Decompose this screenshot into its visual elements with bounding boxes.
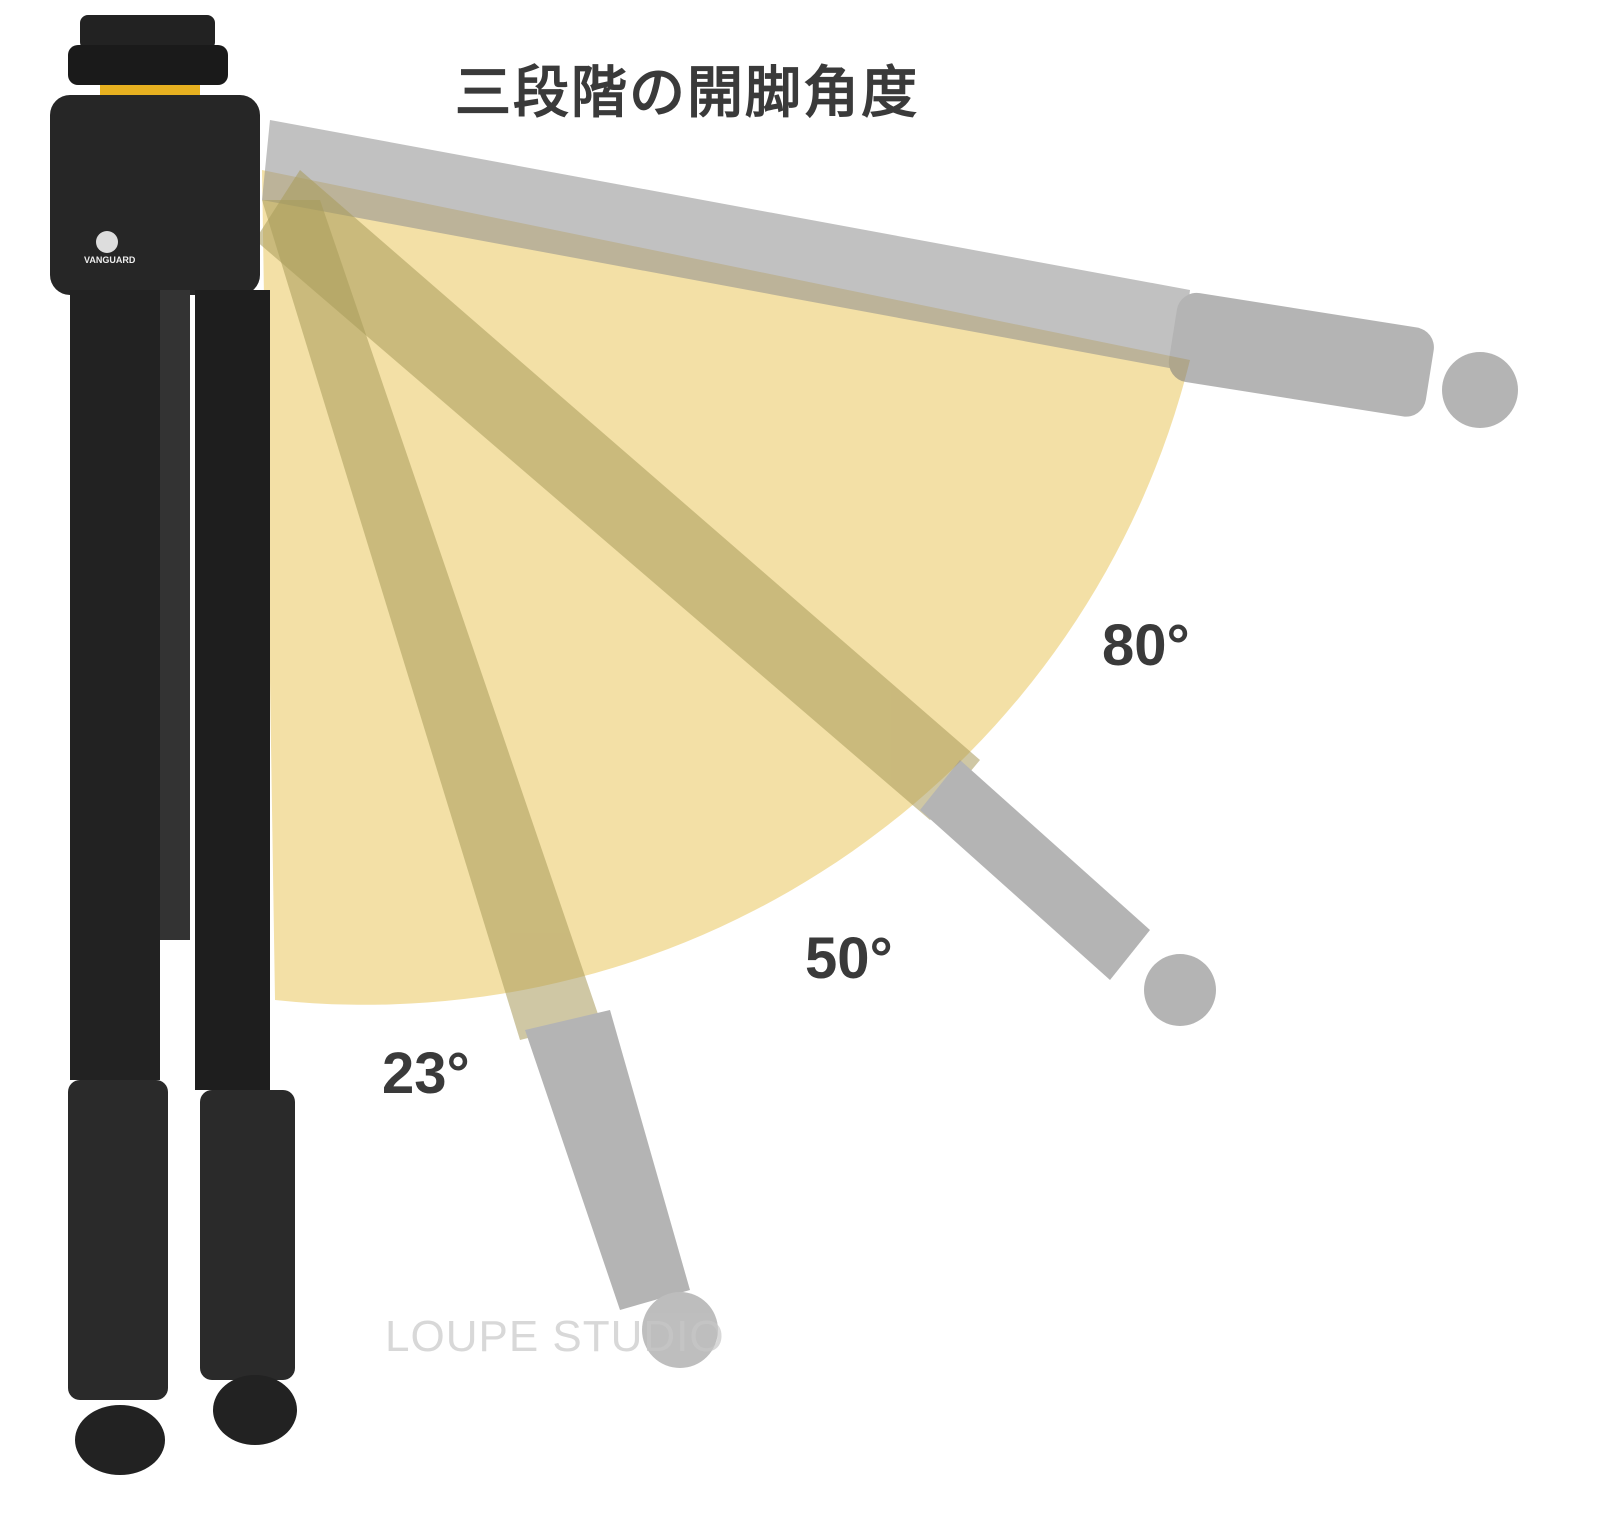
angle-label-50: 50° xyxy=(805,926,893,991)
ghost-leg-80 xyxy=(262,120,1518,428)
angle-label-23: 23° xyxy=(382,1041,470,1106)
ghost-leg-23 xyxy=(262,200,718,1368)
brand-logo: VANGUARD xyxy=(84,255,136,265)
watermark: LOUPE STUDIO xyxy=(385,1312,725,1361)
ghost-leg-50 xyxy=(255,170,1216,1026)
angle-label-80: 80° xyxy=(1102,613,1190,678)
tripod xyxy=(50,15,297,1475)
page-title: 三段階の開脚角度 xyxy=(455,61,919,126)
